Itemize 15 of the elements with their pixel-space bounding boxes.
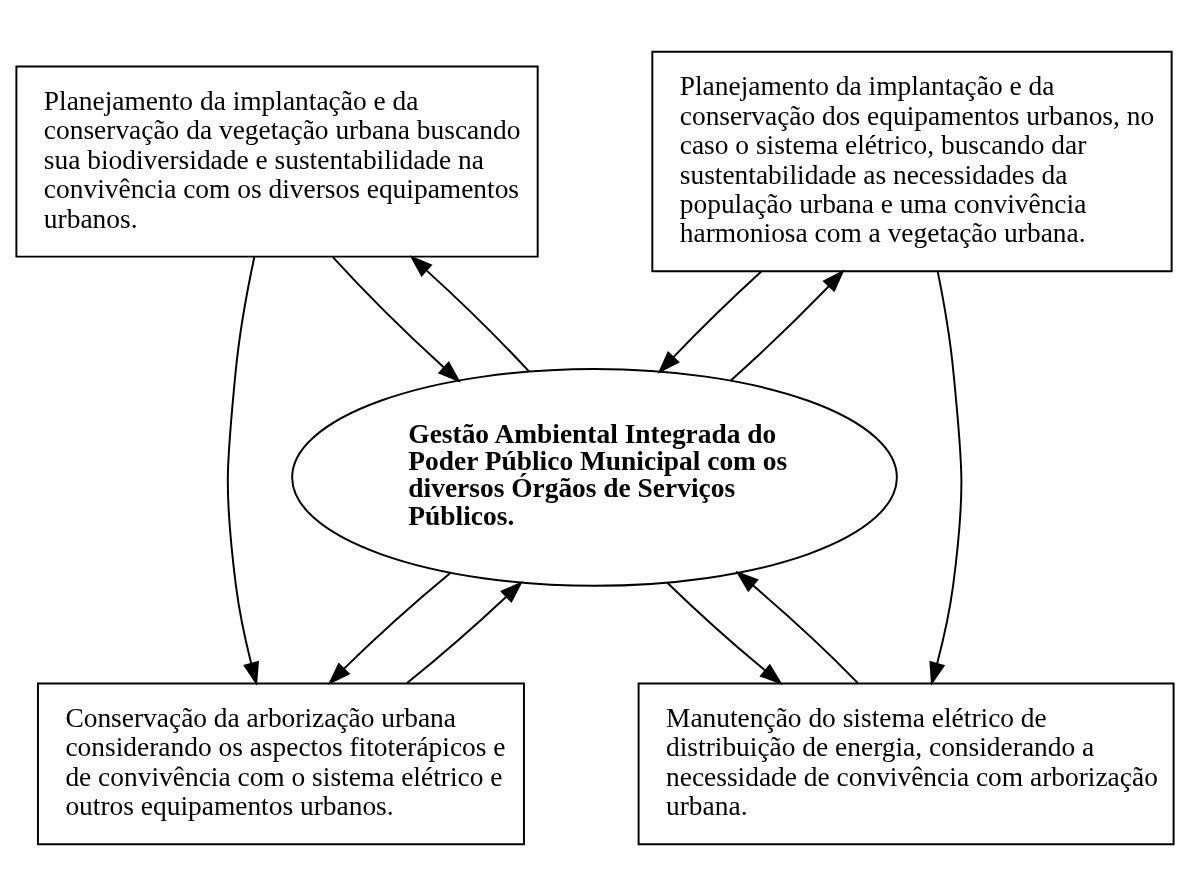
node-ellipse: Gestão Ambiental Integrada do Poder Público Municipal com os diversos Órgãos de Serviços Públicos.	[291, 368, 898, 587]
node-box: Conservação da arborização urbana considerando os aspectos fitoterápicos e de convivência com o sistema elétrico e outros equipamentos urbanos.	[37, 682, 525, 846]
node-box: Planejamento da implantação e da conservação dos equipamentos urbanos, no caso o sistema elétrico, buscando dar sustentabilidade as necessidades da população urbana e uma convivência harmoniosa com a vegetação urbana.	[651, 50, 1173, 273]
arrow	[929, 270, 963, 686]
arrow	[666, 581, 783, 685]
arrow	[331, 256, 461, 383]
arrow	[729, 269, 845, 382]
arrow	[657, 270, 762, 374]
node-box: Planejamento da implantação e da conservação da vegetação urbana buscando sua biodiversidade e sustentabilidade na convivência com os diversos equipamentos urbanos.	[15, 65, 539, 258]
arrow	[735, 570, 859, 684]
arrow	[226, 255, 259, 686]
node-box: Manutenção do sistema elétrico de distribuição de energia, considerando a necessidade de convivência com arborização urbana.	[637, 682, 1175, 846]
arrow	[406, 580, 523, 685]
arrow	[409, 255, 531, 373]
arrow	[327, 571, 452, 685]
